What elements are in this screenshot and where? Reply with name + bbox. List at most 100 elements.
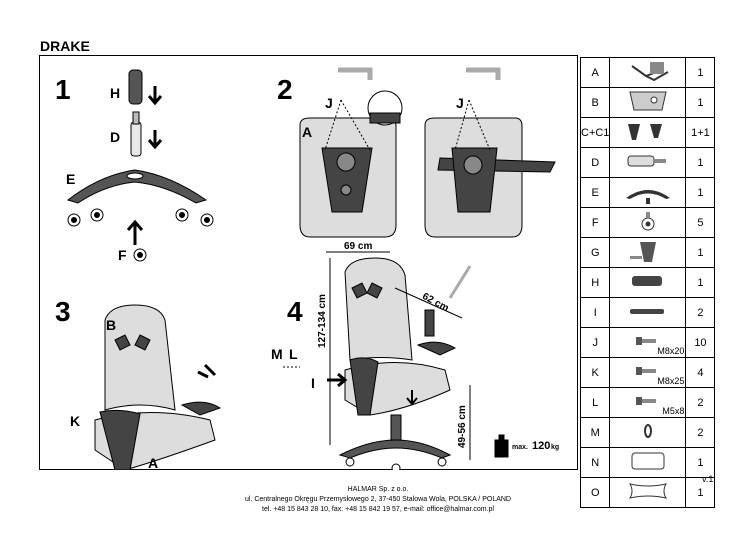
part-id: K (579, 357, 611, 388)
part-image: M5x8 (609, 387, 687, 418)
part-id: B (579, 87, 611, 118)
part-id: J (579, 327, 611, 358)
part-quantity: 2 (685, 387, 716, 418)
part-quantity: 10 (685, 327, 716, 358)
part-spec: M5x8 (662, 406, 685, 416)
part-id: F (579, 207, 611, 238)
mechanism-icon (629, 242, 656, 262)
bolt-icon (635, 397, 656, 405)
part-quantity: 1 (685, 147, 716, 178)
part-quantity: 4 (685, 357, 716, 388)
part-quantity: 1 (685, 177, 716, 208)
bolt-icon (635, 367, 656, 375)
part-quantity: 5 (685, 207, 716, 238)
part-id: D (579, 147, 611, 178)
version-label: v.1 (702, 474, 714, 484)
part-quantity: 1 (685, 267, 716, 298)
instructions-frame (39, 55, 578, 470)
label-E: E (66, 171, 76, 187)
dimension-width: 69 cm (344, 241, 373, 252)
step-1-number: 1 (55, 74, 71, 105)
max-load-value: 120 (532, 440, 551, 452)
part-image (609, 117, 687, 148)
step3-drawing-icon (94, 304, 222, 470)
part-quantity: 1 (685, 57, 716, 88)
part-image: M8x20 (609, 327, 687, 358)
part-image (609, 147, 687, 178)
bolt-icon (635, 337, 656, 345)
label-M: M (271, 346, 283, 362)
part-image (609, 177, 687, 208)
part-quantity: 1 (685, 477, 716, 508)
part-image (609, 447, 687, 478)
part-quantity: 2 (685, 297, 716, 328)
armrest-icon (627, 124, 662, 140)
step2-drawing-icon (299, 67, 556, 238)
part-image (609, 237, 687, 268)
step1-drawing-icon (66, 69, 214, 262)
part-image (609, 57, 687, 88)
part-id: E (579, 177, 611, 208)
dimension-height: 127-134 cm (317, 294, 328, 348)
part-image (609, 297, 687, 328)
label-L: L (289, 346, 298, 362)
cover-icon (631, 276, 662, 286)
part-id: A (579, 57, 611, 88)
part-id: I (579, 297, 611, 328)
step-2-number: 2 (277, 74, 293, 105)
seat-icon (631, 62, 669, 82)
step-4-number: 4 (287, 296, 303, 327)
label-F: F (118, 247, 127, 263)
step-3-number: 3 (55, 296, 71, 327)
pillow-icon (631, 452, 665, 470)
part-id: L (579, 387, 611, 418)
part-id: C+C1 (579, 117, 611, 148)
label-H: H (110, 85, 121, 101)
part-spec: M8x20 (657, 346, 685, 356)
assembly-illustrations (66, 67, 556, 470)
label-B: B (106, 317, 117, 333)
part-image (609, 87, 687, 118)
part-quantity: 1 (685, 447, 716, 478)
max-load-unit: kg (551, 444, 560, 451)
step4-drawing-icon (283, 251, 509, 470)
washer-icon (643, 424, 652, 438)
part-id: N (579, 447, 611, 478)
part-quantity: 1 (685, 237, 716, 268)
label-J-right: J (456, 95, 464, 111)
part-quantity: 1 (685, 87, 716, 118)
part-image (609, 207, 687, 238)
footer-address: ul. Centralnego Okręgu Przemysłowego 2, … (244, 496, 511, 503)
part-quantity: 2 (685, 417, 716, 448)
footer-contact: tel. +48 15 843 28 10, fax: +48 15 842 1… (262, 506, 494, 513)
label-D: D (110, 129, 121, 145)
rod-icon (629, 309, 664, 314)
part-image (609, 417, 687, 448)
product-title: DRAKE (40, 38, 90, 54)
label-J-left: J (325, 95, 333, 111)
part-image: M8x25 (609, 357, 687, 388)
part-id: H (579, 267, 611, 298)
base-icon (625, 190, 670, 204)
label-front: FRONT (376, 100, 394, 106)
part-quantity: 1+1 (685, 117, 716, 148)
gas-lift-icon (627, 155, 666, 167)
parts-row: C+C1 1+1 (579, 117, 716, 148)
part-id: M (579, 417, 611, 448)
caster-icon (641, 212, 655, 231)
label-K: K (70, 413, 81, 429)
part-spec: M8x25 (657, 376, 685, 386)
